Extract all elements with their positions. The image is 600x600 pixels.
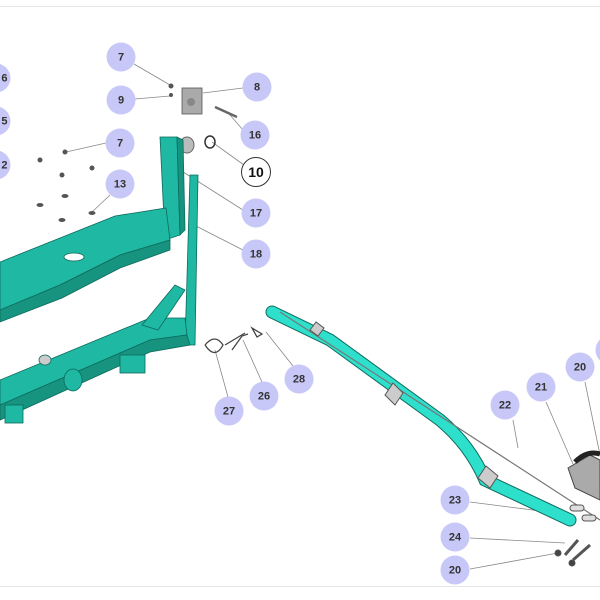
callout-7-second[interactable]: 7	[105, 128, 135, 158]
drawbar	[265, 305, 600, 527]
callout-2-partial[interactable]: 2	[0, 150, 11, 180]
bolt-part-16	[214, 105, 238, 119]
callout-10-selected[interactable]: 10	[241, 157, 271, 187]
callout-24[interactable]: 24	[440, 522, 470, 552]
callout-9[interactable]: 9	[106, 85, 136, 115]
coupler-part-21	[567, 450, 600, 501]
callout-17[interactable]: 17	[241, 198, 271, 228]
callout-22[interactable]: 22	[490, 390, 520, 420]
callout-5-partial[interactable]: 5	[0, 106, 11, 136]
bracket-part-8	[181, 87, 203, 115]
callout-20[interactable]: 20	[565, 352, 595, 382]
callout-18[interactable]: 18	[241, 239, 271, 269]
callout-7[interactable]: 7	[106, 42, 136, 72]
callout-28[interactable]: 28	[284, 364, 314, 394]
chain-bolts	[554, 504, 597, 567]
callout-offscreen-partial[interactable]	[595, 335, 600, 365]
cable-part-22	[279, 311, 600, 521]
callout-6-partial[interactable]: 6	[0, 63, 11, 93]
callout-23[interactable]: 23	[440, 485, 470, 515]
diagram-frame	[0, 6, 600, 587]
ring-part-10	[204, 135, 216, 149]
clips	[204, 326, 264, 354]
callout-21[interactable]: 21	[526, 372, 556, 402]
callout-8[interactable]: 8	[242, 72, 272, 102]
callout-13[interactable]: 13	[105, 169, 135, 199]
callout-27[interactable]: 27	[214, 396, 244, 426]
callout-26[interactable]: 26	[249, 381, 279, 411]
main-frame	[0, 136, 199, 424]
fasteners	[36, 83, 174, 222]
callout-16[interactable]: 16	[240, 120, 270, 150]
callout-20-second[interactable]: 20	[440, 555, 470, 585]
